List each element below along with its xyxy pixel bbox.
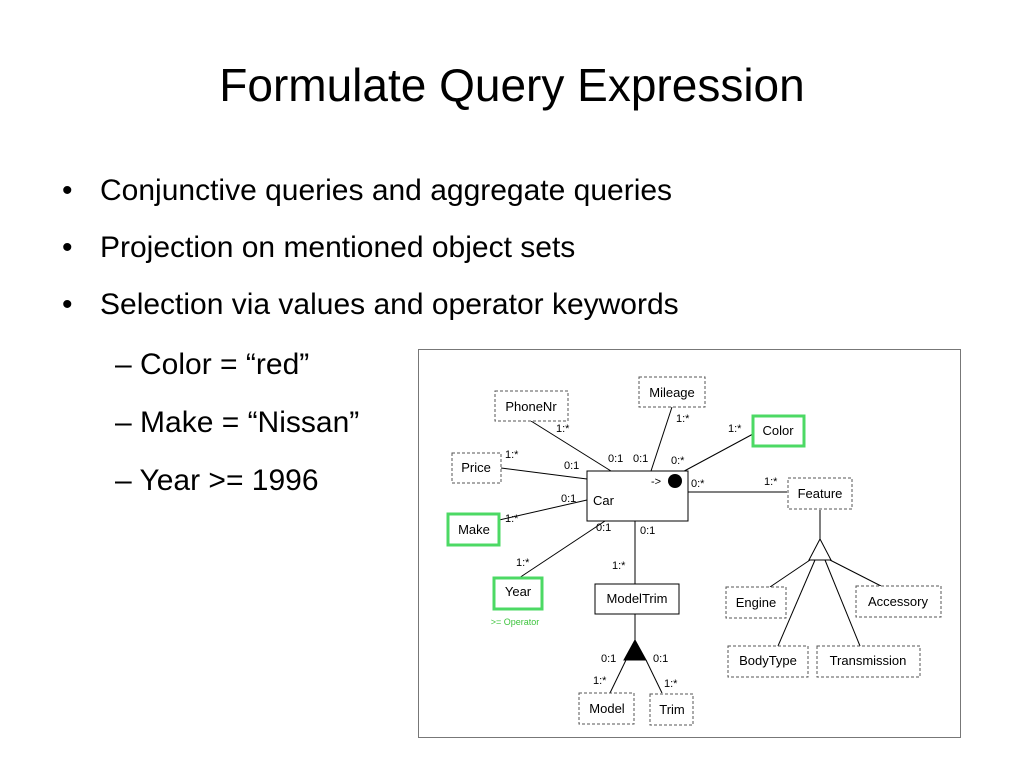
card-price-end: 1:*	[505, 449, 519, 461]
engine-box	[725, 586, 787, 619]
sub-bullet-list: – Color = “red” – Make = “Nissan” – Year…	[115, 336, 359, 510]
line-triangle-trim	[645, 659, 663, 694]
color-label: Color	[762, 423, 794, 438]
model-label: Model	[589, 701, 625, 716]
card-year-end: 1:*	[516, 557, 530, 569]
slide-title: Formulate Query Expression	[219, 59, 805, 111]
sub-bullet-color: – Color = “red”	[115, 348, 310, 381]
transmission-label: Transmission	[830, 653, 907, 668]
card-car-year: 0:1	[596, 522, 611, 534]
bullet-glyph: •	[62, 231, 73, 264]
node-labels: PhoneNr Mileage Color Price Feature Make…	[458, 385, 928, 717]
bullet-text: Selection via values and operator keywor…	[100, 288, 679, 321]
line-triangle-transmission	[824, 559, 861, 647]
card-car-feature: 0:*	[691, 478, 705, 490]
bodytype-box	[727, 645, 809, 678]
engine-label: Engine	[736, 595, 776, 610]
card-color-end: 1:*	[728, 423, 742, 435]
card-car-phonenr: 0:1	[608, 453, 623, 465]
bullet-list: • Conjunctive queries and aggregate queri…	[62, 162, 679, 333]
price-box	[451, 452, 502, 484]
modeltrim-box	[594, 583, 680, 615]
cardinality-labels: 1:* 1:* 1:* 1:* 0:1 0:1 0:* 0:1 0:* 1:* …	[505, 413, 778, 690]
price-label: Price	[461, 460, 491, 475]
bullet-item: • Conjunctive queries and aggregate queri…	[62, 162, 679, 219]
card-phonenr-end: 1:*	[556, 423, 570, 435]
er-diagram-svg: Car -> ModelTrim PhoneNr Mileage Color P…	[446, 376, 942, 726]
car-label: Car	[593, 493, 615, 508]
card-car-mileage: 0:1	[633, 453, 648, 465]
bullet-text: Projection on mentioned object sets	[100, 231, 576, 264]
bodytype-label: BodyType	[739, 653, 797, 668]
line-car-phonenr	[530, 420, 612, 472]
card-modeltrim-end: 1:*	[612, 560, 626, 572]
line-car-year	[518, 520, 606, 579]
feature-label: Feature	[798, 486, 843, 501]
modeltrim-label: ModelTrim	[607, 591, 668, 606]
er-diagram: Car -> ModelTrim PhoneNr Mileage Color P…	[418, 349, 961, 738]
line-triangle-bodytype	[777, 559, 816, 647]
feature-box	[787, 477, 853, 510]
phonenr-box	[494, 390, 569, 422]
card-car-price: 0:1	[564, 460, 579, 472]
mileage-label: Mileage	[649, 385, 695, 400]
card-car-modeltrim: 0:1	[640, 525, 655, 537]
phonenr-label: PhoneNr	[505, 399, 557, 414]
make-box	[446, 512, 501, 547]
sub-bullet-year: – Year >= 1996	[115, 464, 319, 497]
card-make-end: 1:*	[505, 513, 519, 525]
mileage-box	[638, 376, 706, 408]
color-box	[751, 414, 806, 448]
accessory-label: Accessory	[868, 594, 928, 609]
trim-label: Trim	[659, 702, 685, 717]
bullet-text: Conjunctive queries and aggregate querie…	[100, 174, 673, 207]
card-model-left: 0:1	[601, 653, 616, 665]
card-car-color: 0:*	[671, 455, 685, 467]
line-car-color	[674, 433, 754, 477]
card-mileage-end: 1:*	[676, 413, 690, 425]
sub-bullet-make: – Make = “Nissan”	[115, 406, 360, 439]
card-model-end: 1:*	[593, 675, 607, 687]
operator-annotation: >= Operator	[491, 617, 540, 627]
year-label: Year	[505, 584, 532, 599]
card-car-make: 0:1	[561, 493, 576, 505]
car-key-dot	[668, 474, 682, 488]
model-box	[578, 692, 635, 725]
line-triangle-model	[609, 659, 627, 694]
make-label: Make	[458, 522, 490, 537]
line-car-mileage	[650, 406, 673, 472]
card-feature-end: 1:*	[764, 476, 778, 488]
bullet-item: • Selection via values and operator keywo…	[62, 276, 679, 333]
trim-box	[649, 693, 694, 726]
bullet-item: • Projection on mentioned object sets	[62, 219, 679, 276]
transmission-box	[816, 645, 921, 678]
line-triangle-accessory	[829, 559, 882, 587]
selected-boxes	[446, 414, 806, 611]
card-trim-end: 1:*	[664, 678, 678, 690]
car-arrow: ->	[651, 476, 661, 488]
year-box	[492, 576, 544, 611]
generalization-triangle	[808, 537, 832, 561]
line-car-price	[500, 467, 588, 480]
lexical-boxes	[451, 376, 942, 726]
bullet-glyph: •	[62, 288, 73, 321]
bullet-glyph: •	[62, 174, 73, 207]
accessory-box	[855, 585, 942, 618]
line-triangle-engine	[769, 559, 811, 588]
card-trim-right: 0:1	[653, 653, 668, 665]
aggregation-triangle	[623, 638, 647, 661]
